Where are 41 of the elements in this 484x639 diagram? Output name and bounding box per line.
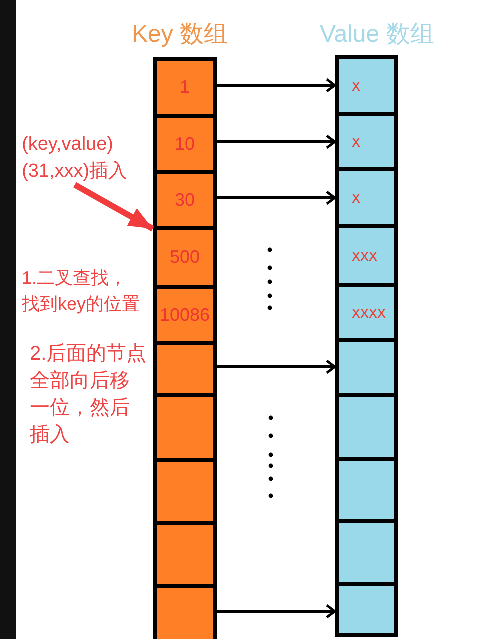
value-cell [335, 167, 398, 224]
value-cell [335, 55, 398, 112]
key-cell [153, 341, 217, 393]
value-cell [335, 283, 398, 338]
arrow [217, 190, 336, 206]
value-cell [335, 393, 398, 457]
value-cell [335, 457, 398, 519]
key-cell [153, 226, 217, 285]
key-number: 1 [180, 77, 190, 98]
key-number: 10 [174, 134, 196, 154]
key-cell [153, 114, 217, 170]
insert-note: (key,value) (31,xxx)插入 [22, 131, 147, 185]
value-text: x [352, 188, 360, 208]
arrow [217, 360, 336, 374]
arrow [217, 604, 336, 619]
arrow [217, 78, 336, 93]
key-number: 500 [170, 247, 200, 268]
step-note: 2.后面的节点全部向后移一位，然后插入 [30, 342, 148, 448]
array-title: Value 数组 [320, 20, 434, 50]
key-cell [153, 458, 217, 521]
value-text: x [352, 76, 360, 96]
value-cell [335, 519, 398, 582]
array-title: Key 数组 [132, 20, 228, 50]
key-cell [153, 521, 217, 584]
key-cell [153, 285, 217, 341]
value-text: xxxx [352, 302, 386, 322]
value-text: xxx [352, 246, 378, 266]
key-cell [153, 584, 217, 639]
value-text: x [352, 132, 360, 152]
value-cell [335, 338, 398, 393]
arrow [217, 134, 336, 150]
value-cell [335, 112, 398, 167]
pointer-arrow [74, 182, 154, 232]
key-number: 30 [174, 190, 196, 210]
step-note: 1.二叉查找，找到key的位置 [22, 267, 142, 316]
key-cell [153, 170, 217, 226]
value-cell [335, 224, 398, 283]
key-cell [153, 393, 217, 458]
value-cell [335, 582, 398, 637]
key-number: 10086 [160, 304, 210, 326]
key-cell [153, 57, 217, 114]
